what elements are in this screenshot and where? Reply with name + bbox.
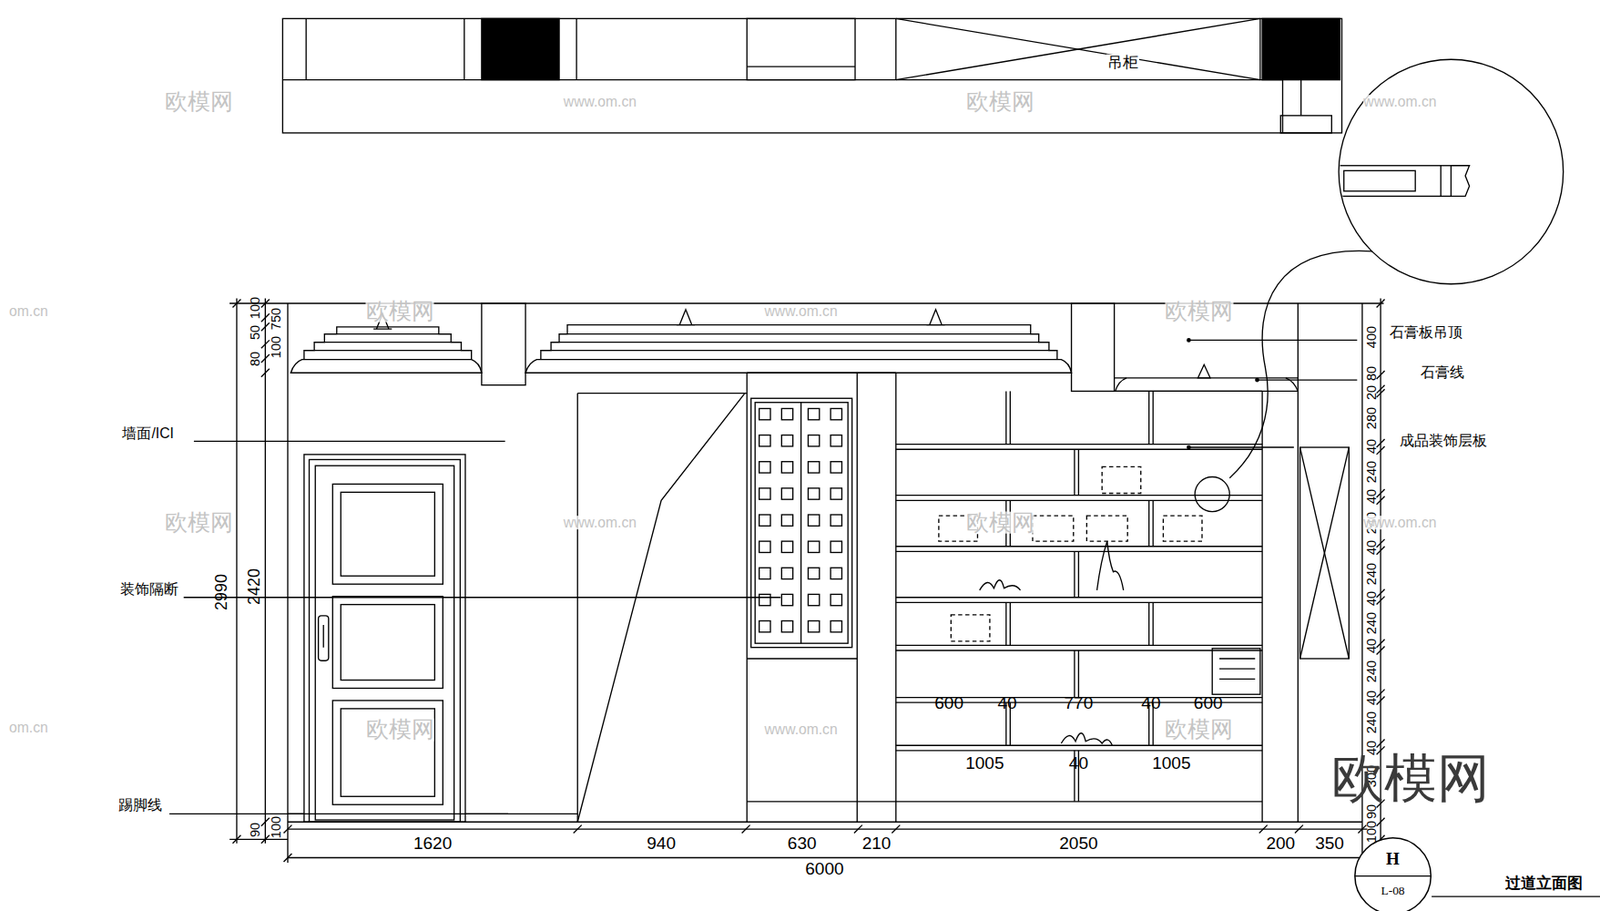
drawing-title: 过道立面图: [1505, 876, 1583, 892]
dimension: 240: [1365, 660, 1379, 683]
dimension: 1620: [413, 834, 452, 852]
section-mark: H L-08: [1354, 836, 1432, 911]
dimension: 100: [1365, 820, 1379, 843]
dimension: 100: [248, 296, 263, 319]
watermark: om.cn: [9, 720, 49, 735]
watermark: www.om.cn: [1363, 94, 1437, 110]
dimension: 1005: [965, 754, 1004, 773]
dimension: 1005: [1151, 754, 1191, 773]
material-note: 装饰隔断: [120, 581, 179, 597]
dimension: 80: [1365, 366, 1379, 381]
material-note: 石膏板吊顶: [1389, 325, 1463, 340]
dimension: 100: [268, 336, 283, 358]
dimension: 210: [862, 834, 892, 852]
dimension: 20: [1365, 385, 1379, 400]
watermark: 欧模网: [966, 510, 1035, 534]
dimension: 600: [934, 694, 964, 713]
watermark: www.om.cn: [1363, 515, 1437, 530]
dimension: 40: [1365, 690, 1379, 705]
dimension: 40: [1365, 638, 1379, 653]
sheet-number: L-08: [1380, 885, 1405, 897]
watermark: www.om.cn: [563, 515, 637, 530]
material-note: 踢脚线: [118, 797, 163, 813]
dimension: 2420: [246, 568, 264, 605]
dimension: 40: [1365, 438, 1379, 454]
dimension: 240: [1365, 711, 1379, 734]
watermark: 欧模网: [1331, 751, 1490, 805]
dimension: 350: [1314, 834, 1345, 852]
dimension: 2050: [1059, 834, 1098, 852]
dimension: 750: [268, 306, 283, 329]
dimension: 100: [268, 815, 283, 837]
section-circle: [1354, 836, 1432, 911]
dimension: 240: [1365, 460, 1379, 483]
watermark: www.om.cn: [764, 304, 838, 319]
dimension: 40: [1365, 591, 1379, 606]
watermark: 欧模网: [366, 718, 435, 742]
dimension: 40: [997, 694, 1017, 713]
dimension: 940: [646, 834, 676, 852]
watermark: 欧模网: [164, 91, 234, 114]
dimension: 90: [1365, 804, 1379, 819]
dimension: 400: [1365, 326, 1379, 348]
dimension: 40: [1365, 488, 1379, 503]
dimension: 240: [1365, 611, 1379, 633]
watermark: 欧模网: [1164, 299, 1234, 323]
dimension: 770: [1064, 694, 1094, 713]
watermark: 欧模网: [164, 510, 234, 534]
dimension: 630: [787, 834, 817, 852]
dimension: 600: [1193, 694, 1223, 713]
dimension: 240: [1365, 562, 1379, 585]
dimension: 50: [248, 325, 263, 340]
dimension: 280: [1365, 407, 1379, 429]
dimension: 200: [1265, 834, 1295, 852]
section-letter: H: [1385, 849, 1400, 867]
watermark: om.cn: [9, 304, 49, 319]
dimension: 40: [1069, 754, 1089, 773]
dimension: 2990: [214, 573, 231, 611]
material-note: 石膏线: [1420, 365, 1465, 380]
dimension: 40: [1365, 540, 1379, 555]
watermark: 欧模网: [366, 299, 435, 323]
material-note: 成品装饰层板: [1399, 433, 1488, 449]
cabinet-label: 吊柜: [1106, 54, 1140, 72]
watermark: 欧模网: [966, 91, 1035, 114]
watermark: www.om.cn: [563, 94, 637, 110]
dimension: 90: [248, 822, 263, 837]
dimension: 40: [1141, 694, 1161, 713]
dimension: 80: [248, 351, 263, 367]
watermark: www.om.cn: [764, 722, 838, 737]
dimension: 6000: [805, 859, 844, 877]
watermark: 欧模网: [1164, 718, 1234, 742]
material-note: 墙面/ICI: [122, 426, 174, 441]
